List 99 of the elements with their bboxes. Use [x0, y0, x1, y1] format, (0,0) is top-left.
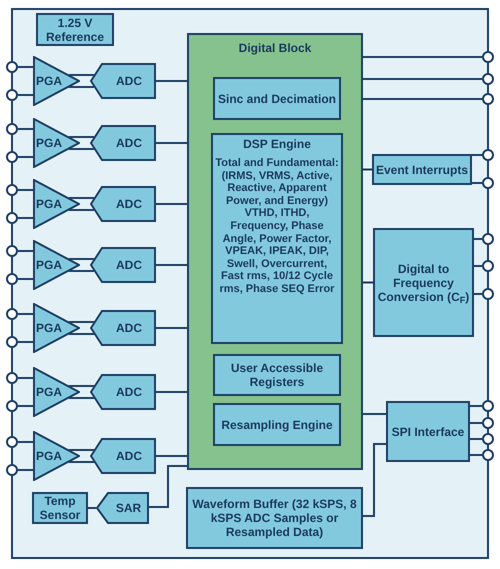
block-label: PGA — [36, 450, 62, 462]
connector-line — [18, 405, 33, 407]
connector-line — [68, 74, 95, 88]
converter-pentagon — [90, 374, 156, 410]
block-label: PGA — [36, 198, 62, 210]
connector-line — [68, 258, 95, 272]
amplifier-triangle — [33, 56, 80, 106]
block-label: ADC — [116, 198, 142, 210]
connector-line — [68, 321, 95, 335]
function-box — [213, 77, 341, 120]
connector-line — [470, 405, 482, 407]
connector-line — [156, 80, 187, 82]
connector-line — [156, 203, 187, 205]
connector-line — [68, 449, 95, 463]
connector-line — [18, 128, 33, 130]
block-label: PGA — [36, 137, 62, 149]
connector-line — [68, 385, 95, 399]
connector-line — [472, 154, 482, 156]
resampling-box — [213, 403, 341, 446]
connector-line — [470, 422, 482, 424]
connector-line — [472, 182, 482, 184]
amplifier-triangle — [33, 118, 80, 168]
block-label: PGA — [36, 386, 62, 398]
block-label: PGA — [36, 259, 62, 271]
converter-box — [373, 228, 474, 337]
block-label: ADC — [116, 259, 142, 271]
connector-line — [18, 377, 33, 379]
block-label: Digital Block — [238, 40, 312, 57]
block-label: ADC — [116, 137, 142, 149]
block-label: Resampling Engine — [221, 418, 333, 432]
dsp-engine-box — [211, 133, 343, 344]
connector-line — [363, 413, 386, 415]
connector-line — [18, 250, 33, 252]
block-label: Temp Sensor — [38, 494, 82, 522]
digital-block-panel — [187, 33, 363, 470]
converter-pentagon — [90, 438, 156, 474]
connector-line — [470, 438, 482, 440]
converter-pentagon — [96, 492, 149, 524]
interface-box — [386, 401, 470, 462]
connector-line — [474, 293, 482, 295]
connector-line — [363, 56, 482, 58]
connector-line — [156, 391, 187, 393]
connector-line — [363, 282, 373, 284]
converter-pentagon — [90, 186, 156, 222]
amplifier-triangle — [33, 303, 80, 353]
block-label: Total and Fundamental: (IRMS, VRMS, Active, Reactive, Apparent Power, and Energy) VTHD, ITHD, Frequency, Phase Angle, Power Factor, VPEAK, IPEAK, DIP, Swell, Overcurrent, Fast rms, 10/12 Cycle rms, Phase SEQ Error — [215, 157, 339, 296]
amplifier-triangle — [33, 179, 80, 229]
amplifier-triangle — [33, 240, 80, 290]
connector-line — [18, 341, 33, 343]
connector-line — [156, 455, 187, 457]
connector-line — [18, 278, 33, 280]
connector-line — [149, 465, 187, 508]
connector-line — [88, 507, 96, 509]
block-label: Waveform Buffer (32 kSPS, 8 kSPS ADC Samples or Resampled Data) — [191, 497, 358, 539]
block-label: DSP Engine — [243, 137, 311, 151]
amplifier-triangle — [33, 431, 80, 481]
amplifier-triangle — [33, 367, 80, 417]
connector-line — [68, 197, 95, 211]
connector-line — [18, 469, 33, 471]
connector-line — [363, 98, 482, 100]
block-label: ADC — [116, 450, 142, 462]
block-label: Sinc and Decimation — [218, 92, 336, 106]
converter-pentagon — [90, 63, 156, 99]
block-label: ADC — [116, 386, 142, 398]
connector-line — [363, 168, 372, 170]
connector-line — [18, 94, 33, 96]
sensor-box — [32, 492, 88, 524]
block-label: Digital to Frequency Conversion (C$_{F}$) — [377, 262, 470, 304]
converter-pentagon — [90, 125, 156, 161]
connector-line — [156, 264, 187, 266]
connector-line — [474, 265, 482, 267]
connector-line — [363, 443, 386, 517]
connector-line — [18, 189, 33, 191]
buffer-box — [186, 487, 363, 549]
connector-line — [18, 441, 33, 443]
block-label: ADC — [116, 75, 142, 87]
block-label: ADC — [116, 322, 142, 334]
connector-line — [470, 454, 482, 456]
connector-line — [18, 313, 33, 315]
connector-line — [156, 327, 187, 329]
connector-line — [474, 238, 482, 240]
block-label: 1.25 V Reference — [44, 16, 106, 44]
connector-line — [68, 136, 95, 150]
block-label: Event Interrupts — [376, 162, 468, 176]
converter-pentagon — [90, 310, 156, 346]
connector-line — [18, 66, 33, 68]
connector-line — [363, 78, 482, 80]
interrupts-box — [372, 154, 472, 185]
block-label: SAR — [116, 502, 142, 514]
block-label: User Accessible Registers — [230, 361, 324, 389]
connector-line — [18, 156, 33, 158]
connector-line — [18, 217, 33, 219]
block-label: PGA — [36, 75, 62, 87]
block-label: SPI Interface — [392, 424, 464, 438]
converter-pentagon — [90, 247, 156, 283]
reference-box — [36, 13, 114, 46]
connector-line — [156, 142, 187, 144]
registers-box — [213, 354, 341, 396]
block-label: PGA — [36, 322, 62, 334]
